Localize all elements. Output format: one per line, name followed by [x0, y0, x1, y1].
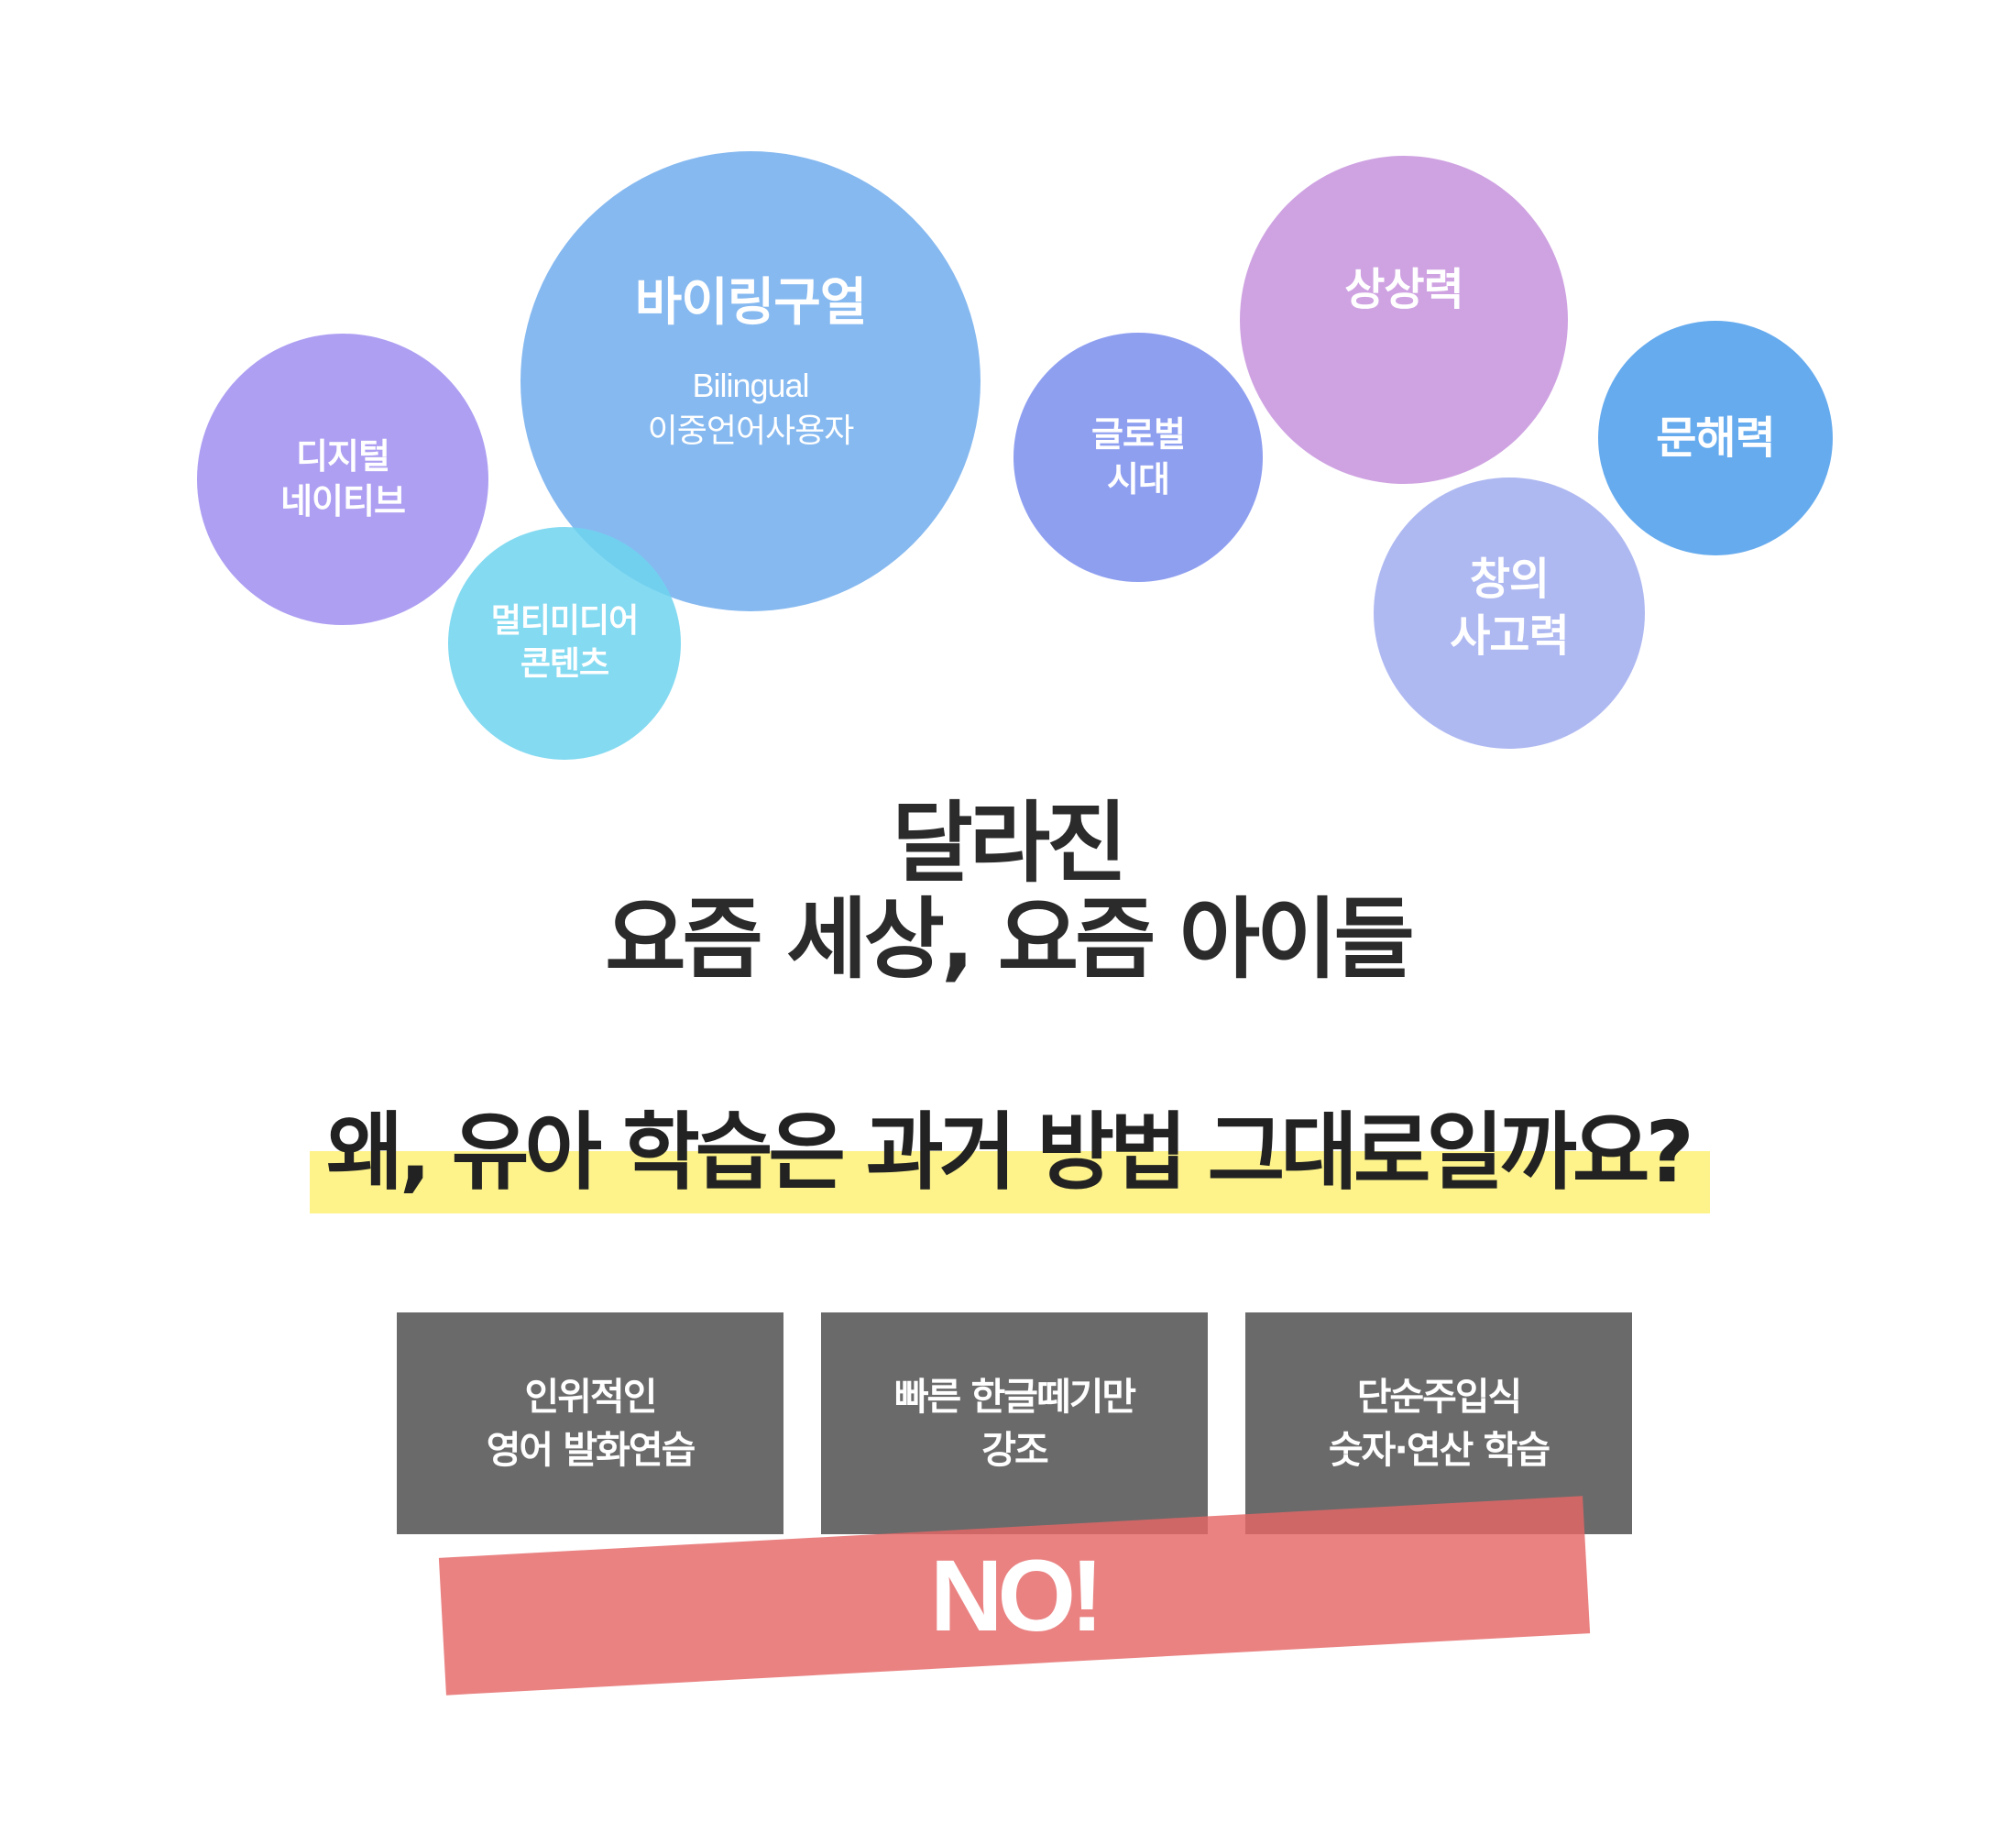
method-english-line2: 영어 발화연습: [486, 1428, 696, 1472]
question-text: 왜, 유아 학습은 과거 방법 그대로일까요?: [326, 1103, 1694, 1202]
bubble-creative-line1: 창의: [1469, 553, 1550, 605]
bubble-digital-native: 디지털 네이티브: [197, 334, 488, 625]
method-box-english: 인위적인 영어 발화연습: [397, 1312, 783, 1534]
bubble-imagination: 상상력: [1240, 156, 1568, 484]
bubble-multimedia-line1: 멀티미디어: [490, 602, 640, 641]
bubble-global: 글로벌 시대: [1013, 333, 1263, 582]
no-banner-text: NO!: [930, 1539, 1099, 1652]
method-math-line1: 단순주입식: [1356, 1375, 1523, 1419]
bubble-creative-line2: 사고력: [1450, 610, 1569, 662]
bubble-digital-native-line1: 디지털: [296, 435, 390, 477]
bubble-multimedia: 멀티미디어 콘텐츠: [448, 527, 681, 760]
question-highlight: [310, 1151, 1710, 1213]
bubble-imagination-label: 상상력: [1344, 263, 1463, 315]
bubble-bilingual-english: Bilingual: [692, 367, 809, 404]
bubble-creative-thinking: 창의 사고력: [1374, 477, 1645, 749]
headline-line1: 달라진: [892, 792, 1128, 895]
method-hangul-line1: 빠른 한글떼기만: [893, 1375, 1136, 1419]
method-english-line1: 인위적인: [524, 1375, 658, 1419]
bubble-bilingual-title: 바이링구얼: [634, 273, 868, 334]
bubble-literacy-label: 문해력: [1656, 412, 1775, 464]
bubble-global-line1: 글로벌: [1091, 413, 1186, 455]
bubble-literacy: 문해력: [1598, 321, 1833, 555]
method-box-hangul: 빠른 한글떼기만 강조: [821, 1312, 1208, 1534]
bubble-multimedia-line2: 콘텐츠: [520, 645, 609, 683]
bubble-digital-native-line2: 네이티브: [280, 481, 406, 521]
headline-line2: 요즘 세상, 요즘 아이들: [605, 888, 1415, 991]
method-math-line2: 숫자·연산 학습: [1328, 1428, 1550, 1472]
bubble-global-line2: 시대: [1107, 459, 1170, 499]
method-hangul-line2: 강조: [981, 1428, 1048, 1472]
bubble-bilingual-korean: 이중언어사용자: [647, 412, 855, 451]
